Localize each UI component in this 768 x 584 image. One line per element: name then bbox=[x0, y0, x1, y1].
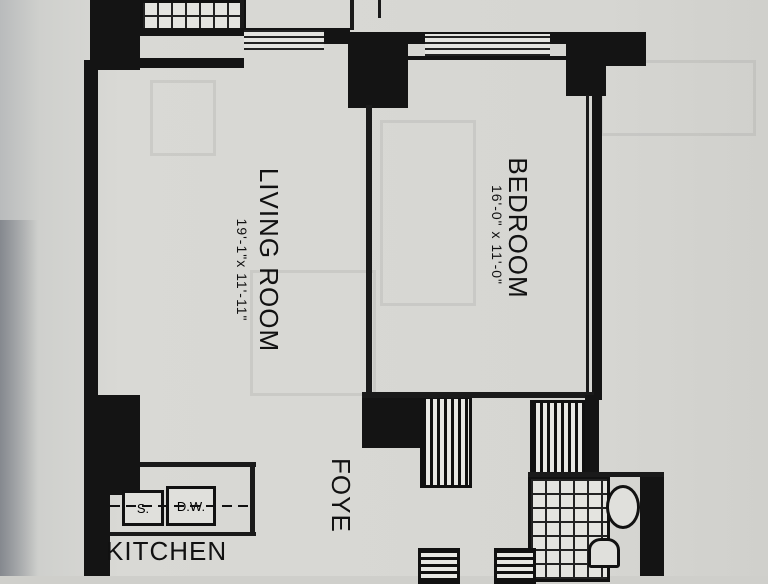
foyer-label: FOYE bbox=[320, 458, 356, 578]
bathroom-right-wall bbox=[640, 472, 664, 576]
top-partition-edge bbox=[378, 0, 381, 18]
kitchen-counter bbox=[110, 532, 256, 536]
living-room-label: LIVING ROOM bbox=[248, 150, 284, 370]
left-lower-pillar bbox=[84, 395, 140, 495]
bathroom-top-wall bbox=[528, 472, 664, 477]
bedroom-right-wall bbox=[592, 90, 602, 400]
living-bedroom-partition bbox=[366, 105, 372, 395]
kitchen-counter-line bbox=[110, 505, 250, 507]
sink-basin-icon bbox=[588, 538, 620, 568]
top-partition bbox=[240, 0, 244, 32]
living-room-window bbox=[244, 30, 324, 50]
kitchen-name: KITCHEN bbox=[106, 536, 228, 566]
bedroom-right-line bbox=[586, 95, 589, 395]
bleed-through-shape bbox=[380, 120, 476, 306]
foyer-name: FOYE bbox=[326, 458, 356, 533]
bedroom-bottom-wall bbox=[362, 392, 594, 398]
top-partition-right bbox=[350, 0, 354, 30]
left-exterior-wall bbox=[84, 60, 98, 400]
foyer-closet-right bbox=[494, 548, 536, 584]
living-top-inner-wall bbox=[140, 58, 244, 68]
sink-label: S. bbox=[136, 500, 150, 516]
bedroom-window bbox=[425, 34, 550, 56]
center-column bbox=[348, 40, 408, 108]
bedroom-closet-left bbox=[420, 396, 472, 488]
bleed-through-shape bbox=[600, 60, 756, 136]
left-bottom-wall bbox=[84, 490, 110, 576]
kitchen-label: KITCHEN bbox=[106, 536, 266, 572]
bedroom-dimensions-text: 16'-0" x 11'-0" bbox=[489, 184, 505, 286]
bedroom-dimensions: 16'-0" x 11'-0" bbox=[485, 135, 505, 335]
kitchen-right-wall bbox=[250, 462, 255, 532]
foyer-closet-left bbox=[418, 548, 460, 584]
bleed-through-shape bbox=[250, 270, 376, 396]
kitchen-top-wall bbox=[140, 462, 256, 467]
page-shadow bbox=[0, 220, 38, 576]
bedroom-bottom-left-wall bbox=[362, 392, 422, 448]
top-left-wall-block bbox=[90, 0, 140, 70]
bedroom-top-wall-lower bbox=[380, 56, 575, 60]
living-room-dimensions-text: 19'-1"x 11'-11" bbox=[234, 218, 250, 322]
toilet-icon bbox=[606, 485, 640, 529]
sink-appliance: S. bbox=[122, 490, 164, 526]
bleed-through-shape bbox=[150, 80, 216, 156]
bedroom-closet-right-wall bbox=[585, 395, 599, 475]
bedroom-name: BEDROOM bbox=[503, 157, 533, 299]
living-room-name: LIVING ROOM bbox=[254, 167, 284, 353]
living-room-dimensions: 19'-1"x 11'-11" bbox=[230, 160, 250, 380]
bedroom-closet-right bbox=[530, 400, 592, 480]
